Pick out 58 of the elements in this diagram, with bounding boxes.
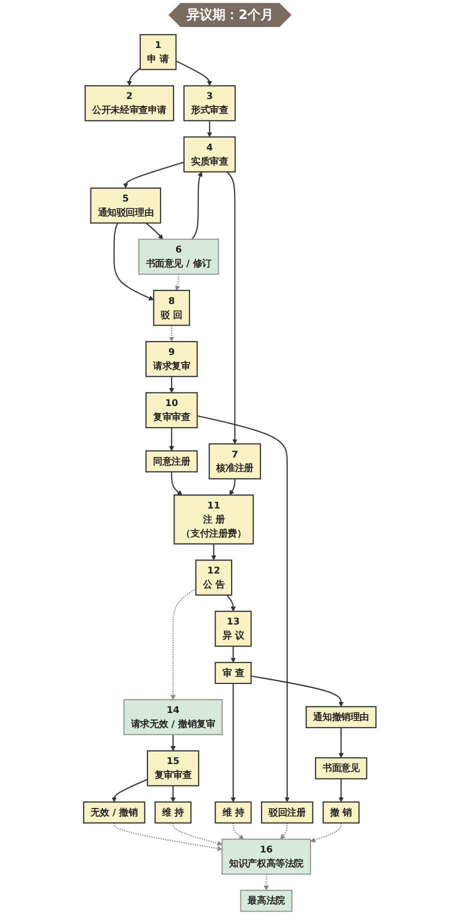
node-box: 最高法院	[240, 890, 293, 912]
arrow	[169, 376, 174, 393]
node-box: 维 持	[154, 801, 192, 824]
arrow	[146, 222, 164, 240]
node-box: 1 申 请	[140, 34, 177, 70]
arrow	[126, 68, 141, 86]
arrow	[207, 120, 212, 138]
node-box: 维 持	[214, 801, 252, 824]
arrow	[170, 588, 196, 700]
arrow	[310, 822, 342, 842]
node-box: 撤 销	[322, 801, 360, 824]
node-box: 2 公开未经审查申请	[84, 85, 174, 122]
arrow	[230, 478, 236, 496]
arrow	[170, 786, 176, 802]
node-box: 同意注册	[146, 450, 198, 472]
arrow	[338, 778, 344, 802]
arrow	[123, 162, 184, 188]
arrow	[232, 822, 244, 840]
node-box: 通知撤销理由	[306, 706, 377, 728]
arrow	[251, 675, 344, 707]
node-box: 14 请求无效 / 撤销复审	[124, 699, 223, 736]
node-box: 8 驳 回	[153, 290, 190, 326]
node-box: 4 实质审查	[184, 136, 236, 172]
node-box: 审 查	[214, 662, 252, 684]
arrow	[169, 428, 174, 452]
node-box: 7 核准注册	[208, 443, 262, 480]
arrow	[175, 274, 180, 291]
node-box: 5 通知驳回理由	[90, 188, 162, 224]
arrow	[112, 778, 148, 802]
arrow	[211, 544, 216, 560]
arrow	[197, 415, 290, 802]
node-box: 无效 / 撤销	[83, 801, 146, 824]
arrow	[280, 822, 288, 840]
arrow	[176, 60, 212, 86]
node-box: 12 公 告	[195, 560, 232, 596]
node-box: 13 异 议	[214, 610, 252, 647]
node-box: 3 形式审查	[184, 85, 236, 122]
arrow	[114, 822, 223, 851]
arrow	[226, 171, 238, 444]
arrow	[169, 325, 174, 342]
arrow	[264, 874, 270, 891]
arrow	[172, 822, 223, 846]
node-box: 16 知识产权高等法院	[222, 838, 312, 875]
node-box: 11 注 册 （支付注册费）	[174, 494, 254, 544]
node-box: 15 复审审查	[147, 750, 200, 786]
arrow	[192, 172, 202, 240]
arrow	[338, 728, 344, 758]
node-box: 10 复审审查	[146, 392, 198, 428]
arrow	[170, 734, 176, 752]
arrow	[226, 594, 236, 612]
arrow	[230, 646, 236, 663]
arrow	[171, 472, 183, 496]
node-box: 9 请求复审	[146, 341, 198, 378]
node-box: 6 书面意见 / 修订	[138, 238, 220, 275]
arrow	[230, 683, 236, 802]
node-box: 驳回注册	[261, 801, 314, 824]
node-box: 书面意见	[315, 757, 368, 780]
arrow	[114, 222, 154, 300]
